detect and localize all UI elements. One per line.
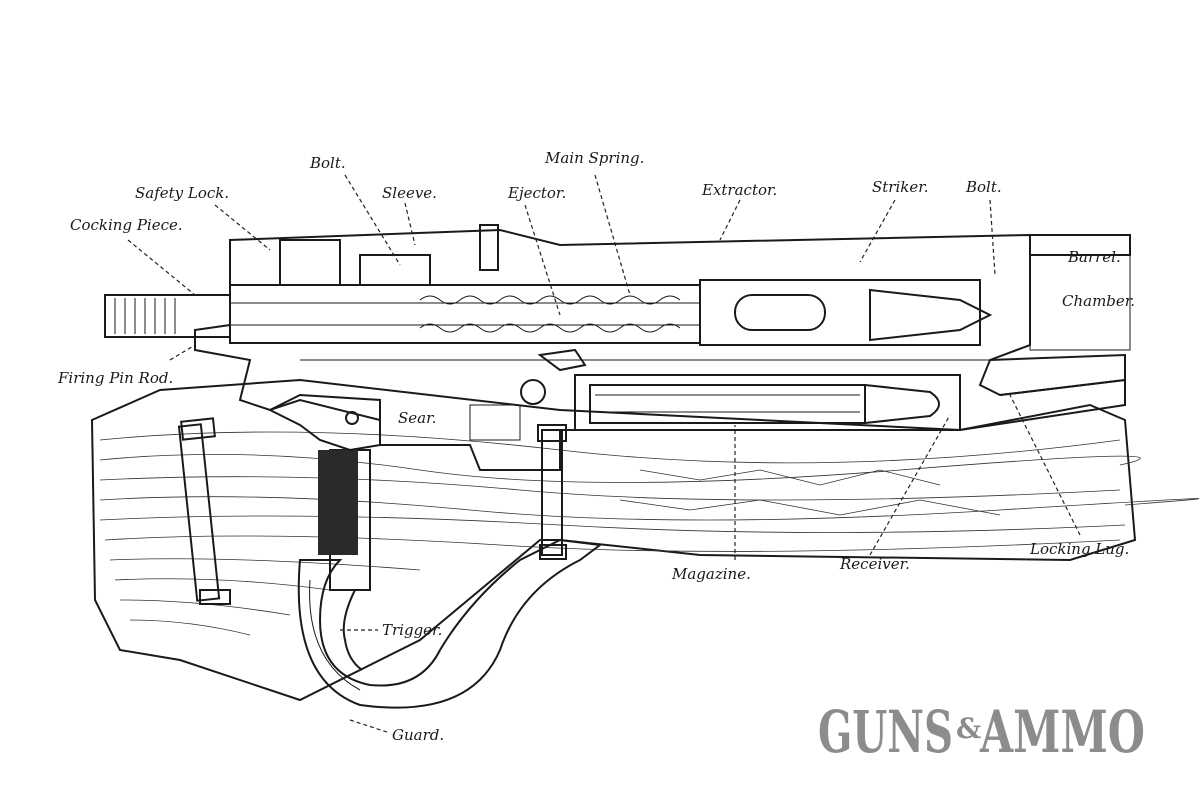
label-sleeve: Sleeve. xyxy=(382,184,437,202)
label-barrel: Barrel. xyxy=(1067,248,1121,266)
label-safety-lock: Safety Lock. xyxy=(135,184,229,202)
trigger xyxy=(318,449,371,671)
label-ejector: Ejector. xyxy=(507,184,566,202)
label-guard: Guard. xyxy=(392,726,444,744)
logo-left: GUNS xyxy=(818,698,953,766)
label-bolt-right: Bolt. xyxy=(965,178,1002,196)
barrel xyxy=(989,234,1131,396)
label-striker: Striker. xyxy=(872,178,929,196)
trigger-guard xyxy=(297,538,603,709)
label-magazine: Magazine. xyxy=(671,565,751,583)
label-firing-pin-rod: Firing Pin Rod. xyxy=(57,369,173,387)
guns-and-ammo-logo: GUNS & AMMO xyxy=(818,698,1145,766)
label-bolt-top: Bolt. xyxy=(309,154,346,172)
label-trigger: Trigger. xyxy=(382,621,442,639)
label-chamber: Chamber. xyxy=(1062,292,1135,310)
magazine xyxy=(574,374,961,431)
receiver-body xyxy=(194,228,1126,471)
label-cocking-piece: Cocking Piece. xyxy=(70,216,183,234)
label-locking-lug: Locking Lug. xyxy=(1029,540,1129,558)
leader-lines xyxy=(127,174,1081,734)
logo-right: AMMO xyxy=(979,698,1145,766)
wooden-stock xyxy=(90,378,1200,702)
label-extractor: Extractor. xyxy=(701,181,777,199)
sear-mechanism xyxy=(267,348,587,452)
bolt-assembly xyxy=(104,224,993,346)
label-sear: Sear. xyxy=(398,409,436,427)
guard-screws xyxy=(177,417,567,605)
part-labels: Bolt. Safety Lock. Cocking Piece. Sleeve… xyxy=(57,149,1135,744)
label-receiver: Receiver. xyxy=(839,555,910,573)
label-main-spring: Main Spring. xyxy=(544,149,644,167)
logo-ampersand: & xyxy=(956,712,981,745)
